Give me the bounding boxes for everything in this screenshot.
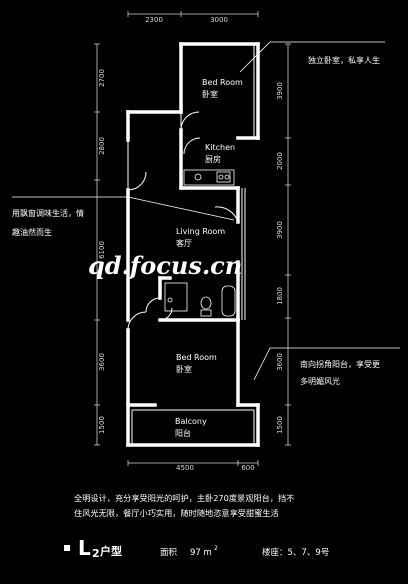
- area-label: 面积: [160, 547, 178, 558]
- dim-top-1: 2300: [145, 16, 163, 24]
- dim-bottom-2: 600: [241, 464, 254, 472]
- room-label-bedroom-bottom-cn: 卧室: [176, 364, 192, 374]
- dim-left-5: 1500: [98, 416, 106, 434]
- dim-right-4: 1800: [276, 287, 284, 305]
- dim-left-1: 2700: [98, 69, 106, 87]
- description-line1: 全明设计，充分享受阳光的呵护，主卧270度景观阳台，挡不: [74, 493, 294, 503]
- dim-top-2: 3000: [210, 16, 228, 24]
- room-label-bedroom-top-en: Bed Room: [202, 78, 243, 87]
- room-label-kitchen-en: Kitchen: [205, 143, 235, 152]
- kitchen-counter: [183, 169, 235, 186]
- watermark: qd.focus.cn: [88, 251, 242, 280]
- note-left-line1: 用飘窗调味生活，情: [12, 208, 84, 218]
- unit-type-label: 户型: [100, 544, 122, 558]
- room-label-living-en: Living Room: [176, 227, 225, 236]
- note-right-line2: 多明媚风光: [300, 376, 340, 386]
- area-unit-sup: 2: [214, 545, 218, 552]
- title-bullet: [64, 545, 70, 551]
- dim-left-3: 6100: [98, 241, 106, 259]
- doors: [127, 111, 239, 331]
- dim-right-6: 1500: [276, 416, 284, 434]
- note-left-line2: 趣油然而生: [12, 227, 52, 237]
- note-top-right: 独立卧室，私享人生: [308, 55, 380, 65]
- dim-left-4: 3600: [98, 353, 106, 371]
- dim-right-5: 3600: [276, 353, 284, 371]
- dimension-lines: [94, 11, 291, 466]
- room-label-living-cn: 客厅: [176, 238, 192, 248]
- note-right-line1: 南向拐角阳台，享受更: [300, 359, 380, 369]
- room-label-kitchen-cn: 厨房: [205, 154, 221, 164]
- bathroom-fixtures: [164, 282, 236, 317]
- dim-right-2: 2000: [276, 152, 284, 170]
- dim-bottom-1: 4500: [176, 464, 194, 472]
- dim-left-2: 2800: [98, 137, 106, 155]
- room-label-bedroom-top-cn: 卧室: [202, 89, 218, 99]
- callout-lines: [12, 41, 400, 381]
- area-value: 97 m: [190, 548, 212, 558]
- room-label-balcony-en: Balcony: [175, 417, 207, 426]
- building-info: 楼座：5、7、9号: [262, 547, 329, 558]
- room-label-balcony-cn: 阳台: [175, 428, 191, 438]
- description-line2: 住风光无限，餐厅小巧实用，随时随地恣意享受甜蜜生活: [74, 508, 279, 518]
- dim-right-1: 3900: [276, 82, 284, 100]
- windows: [127, 44, 255, 445]
- unit-letter: L: [78, 536, 91, 560]
- dim-right-3: 3900: [276, 221, 284, 239]
- unit-number: 2: [92, 547, 100, 560]
- walls: [126, 42, 260, 447]
- room-label-bedroom-bottom-en: Bed Room: [176, 353, 217, 362]
